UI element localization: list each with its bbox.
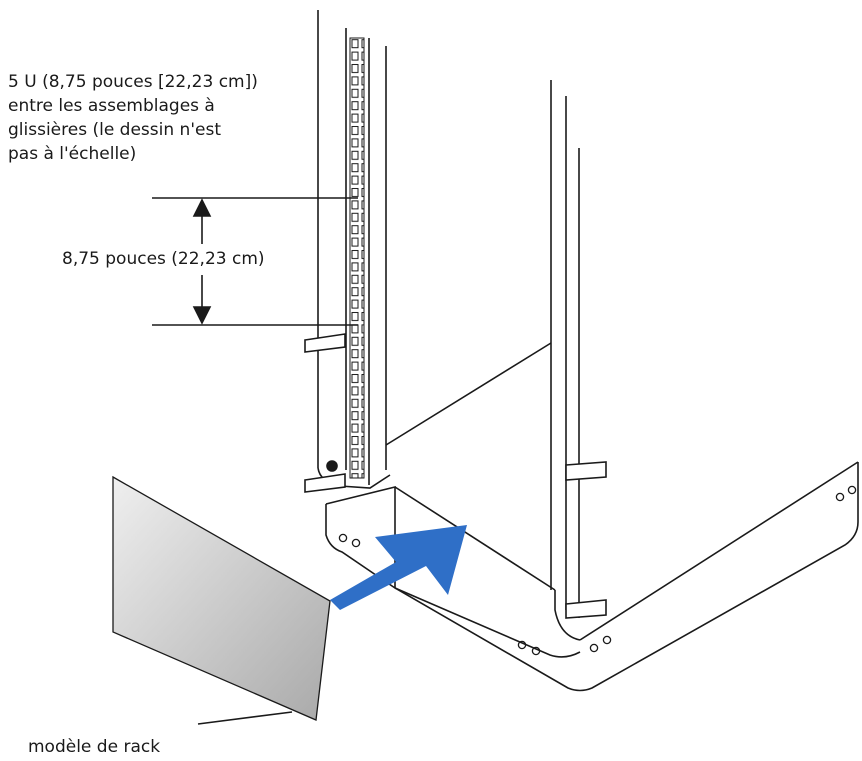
dimension-marker	[152, 197, 358, 326]
rail-hole-strip	[349, 37, 365, 479]
base-holes	[338, 485, 857, 656]
back-panel-edge	[385, 342, 552, 446]
base-frame-inner-front	[394, 587, 581, 658]
post-clip-lower	[304, 473, 346, 493]
rack-frame	[304, 10, 859, 692]
arrow-down-icon	[192, 306, 212, 325]
template-leader-line	[197, 711, 293, 725]
dimension-label: 8,75 pouces (22,23 cm)	[62, 249, 265, 269]
rack-template-label: modèle de rack	[28, 737, 161, 757]
post-clip-upper	[304, 333, 346, 353]
right-clip-lower	[565, 599, 607, 619]
base-frame-outer	[325, 462, 859, 692]
post-screw	[326, 460, 338, 472]
note-line-4: pas à l'échelle)	[8, 144, 137, 164]
note-line-1: 5 U (8,75 pouces [22,23 cm])	[8, 72, 258, 92]
rack-template-sheet	[112, 475, 331, 721]
base-frame-inner-right	[579, 461, 859, 641]
right-clip-upper	[565, 461, 607, 481]
base-frame-inner-left	[394, 486, 556, 591]
rail-spacing-note: 5 U (8,75 pouces [22,23 cm]) entre les a…	[8, 70, 258, 166]
arrow-up-icon	[192, 198, 212, 217]
right-post-foot	[554, 590, 581, 641]
lightning-arrow-icon	[330, 525, 467, 610]
note-line-3: glissières (le dessin n'est	[8, 120, 221, 140]
note-line-2: entre les assemblages à	[8, 96, 215, 116]
